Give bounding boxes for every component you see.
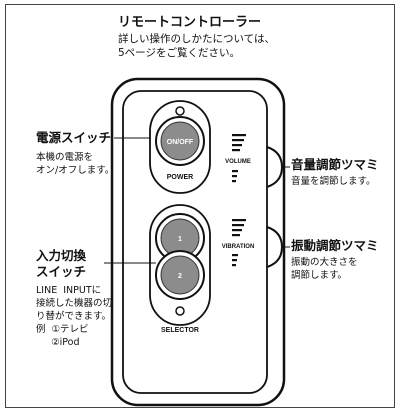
selector-button-2 xyxy=(160,255,200,295)
onoff-label: ON/OFF xyxy=(167,139,194,146)
power-led-icon xyxy=(175,106,185,116)
page-title: リモートコントローラー xyxy=(118,15,262,30)
input-switch-desc-3: り替ができます。 xyxy=(36,311,112,322)
vibration-label: VIBRATION xyxy=(222,244,255,250)
vibration-knob-desc-2: 調節します。 xyxy=(291,270,348,281)
power-button xyxy=(160,121,200,161)
button-1-label: 1 xyxy=(178,236,182,243)
input-switch-desc-5: ②iPod xyxy=(36,337,80,348)
volume-label: VOLUME xyxy=(225,159,251,165)
power-switch-title: 電源スイッチ xyxy=(36,130,112,145)
intro-line-2: 5ページをご覧ください。 xyxy=(118,47,240,59)
vibration-bars-icon xyxy=(232,219,246,267)
intro-line-1: 詳しい操作のしかたについては、 xyxy=(118,33,275,45)
vibration-knob-title: 振動調節ツマミ xyxy=(291,238,379,253)
remote-illustration: ON/OFF POWER VOLUME VIBRATION 1 xyxy=(104,77,290,407)
button-2-label: 2 xyxy=(178,273,182,280)
input-switch-desc-4: 例 ①テレビ xyxy=(36,324,89,335)
selector-label: SELECTOR xyxy=(161,327,199,334)
input-switch-title-2: スイッチ xyxy=(36,264,87,279)
input-switch-title-1: 入力切換 xyxy=(36,248,87,263)
power-label: POWER xyxy=(167,174,193,181)
volume-knob-desc: 音量を調節します。 xyxy=(291,176,376,187)
volume-bars-icon xyxy=(232,134,246,183)
input-switch-desc-1: LINE INPUTに xyxy=(36,285,102,296)
power-switch-desc-1: 本機の電源を xyxy=(36,152,94,163)
volume-knob-title: 音量調節ツマミ xyxy=(291,157,379,172)
selector-led-icon xyxy=(175,306,185,316)
input-switch-desc-2: 接続した機器の切 xyxy=(36,298,113,309)
power-switch-desc-2: オン/オフします。 xyxy=(36,165,115,176)
manual-page: リモートコントローラー 詳しい操作のしかたについては、 5ページをご覧ください。… xyxy=(5,4,395,408)
vibration-knob-desc-1: 振動の大きさを xyxy=(291,257,358,268)
